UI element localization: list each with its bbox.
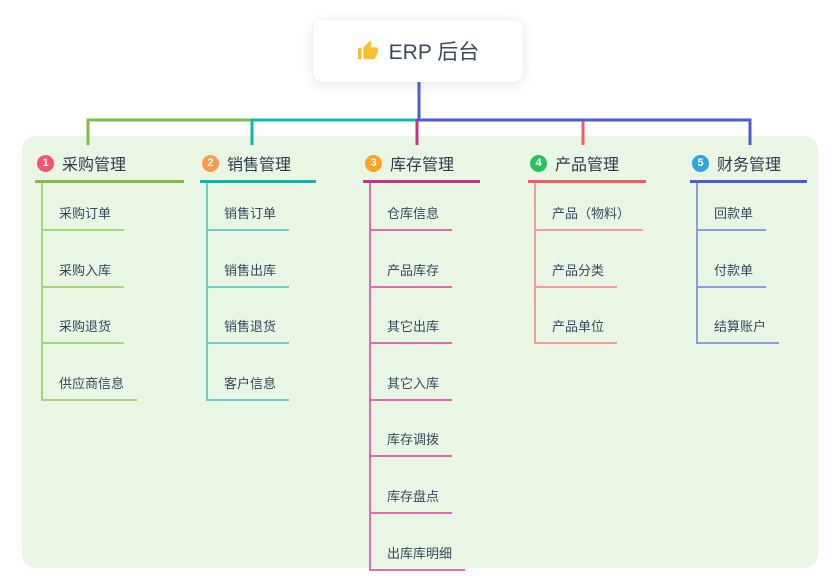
child-node-label: 库存调拨 <box>387 432 440 448</box>
child-node[interactable]: 回款单 <box>698 183 767 231</box>
branch-children: 仓库信息 产品库存 其它出库 其它入库 库存调拨 库存盘点 出库库明细 <box>369 183 466 571</box>
child-node[interactable]: 付款单 <box>698 231 767 288</box>
branch-children: 销售订单 销售出库 销售退货 客户信息 <box>206 183 290 401</box>
child-node-label: 供应商信息 <box>59 375 125 391</box>
child-node-label: 库存盘点 <box>387 488 440 504</box>
child-node[interactable]: 产品分类 <box>536 231 618 288</box>
child-node-label: 产品单位 <box>552 319 605 335</box>
branch-5-header[interactable]: 5 财务管理 <box>690 146 807 183</box>
branch-children: 采购订单 采购入库 采购退货 供应商信息 <box>41 183 138 401</box>
child-node[interactable]: 销售订单 <box>208 183 290 231</box>
root-node[interactable]: ERP 后台 <box>313 20 523 82</box>
child-node[interactable]: 客户信息 <box>208 344 290 401</box>
child-node-label: 销售退货 <box>224 319 277 335</box>
child-node[interactable]: 库存盘点 <box>371 457 453 514</box>
branch-1-label: 采购管理 <box>62 157 127 174</box>
child-node-label: 仓库信息 <box>387 206 440 221</box>
branch-number-badge: 5 <box>692 154 709 172</box>
child-node[interactable]: 出库库明细 <box>371 514 466 571</box>
child-node-label: 其它入库 <box>387 375 440 391</box>
branch-3-header[interactable]: 3 库存管理 <box>363 146 480 183</box>
child-node-label: 采购入库 <box>59 262 112 278</box>
child-node[interactable]: 产品库存 <box>371 231 453 288</box>
branch-number-badge: 1 <box>37 154 54 172</box>
child-node-label: 销售出库 <box>224 262 277 278</box>
branch-4-label: 产品管理 <box>555 157 620 174</box>
branch-number-badge: 4 <box>530 154 547 172</box>
child-node-label: 采购退货 <box>59 319 112 335</box>
child-node-label: 回款单 <box>714 206 754 221</box>
child-node-label: 销售订单 <box>224 206 277 221</box>
branches-panel <box>22 136 818 568</box>
child-node[interactable]: 仓库信息 <box>371 183 453 231</box>
child-node[interactable]: 采购入库 <box>43 231 125 288</box>
child-node-label: 结算账户 <box>714 319 767 335</box>
child-node[interactable]: 销售出库 <box>208 231 290 288</box>
child-node-label: 产品（物料） <box>552 206 631 221</box>
branch-number-badge: 3 <box>365 154 382 172</box>
child-node[interactable]: 采购退货 <box>43 288 125 345</box>
branch-children: 产品（物料） 产品分类 产品单位 <box>534 183 644 345</box>
child-node[interactable]: 库存调拨 <box>371 401 453 458</box>
root-node-label: ERP 后台 <box>388 41 480 64</box>
child-node-label: 出库库明细 <box>387 545 453 561</box>
child-node[interactable]: 采购订单 <box>43 183 125 231</box>
child-node-label: 客户信息 <box>224 375 277 391</box>
branch-3-label: 库存管理 <box>390 157 455 174</box>
branch-1-header[interactable]: 1 采购管理 <box>35 146 184 183</box>
child-node[interactable]: 其它入库 <box>371 344 453 401</box>
child-node-label: 产品分类 <box>552 262 605 278</box>
child-node[interactable]: 供应商信息 <box>43 344 138 401</box>
branch-2-header[interactable]: 2 销售管理 <box>200 146 316 183</box>
child-node[interactable]: 其它出库 <box>371 288 453 345</box>
branch-children: 回款单 付款单 结算账户 <box>696 183 780 345</box>
child-node[interactable]: 销售退货 <box>208 288 290 345</box>
child-node-label: 产品库存 <box>387 262 440 278</box>
child-node[interactable]: 产品（物料） <box>536 183 644 231</box>
child-node-label: 付款单 <box>714 262 754 278</box>
branch-2-label: 销售管理 <box>227 157 292 174</box>
branch-number-badge: 2 <box>202 154 219 172</box>
branch-4-header[interactable]: 4 产品管理 <box>528 146 646 183</box>
child-node-label: 采购订单 <box>59 206 112 221</box>
child-node[interactable]: 产品单位 <box>536 288 618 345</box>
child-node-label: 其它出库 <box>387 319 440 335</box>
thumbs-up-icon <box>357 40 379 62</box>
branch-5-label: 财务管理 <box>717 157 782 174</box>
child-node[interactable]: 结算账户 <box>698 288 780 345</box>
